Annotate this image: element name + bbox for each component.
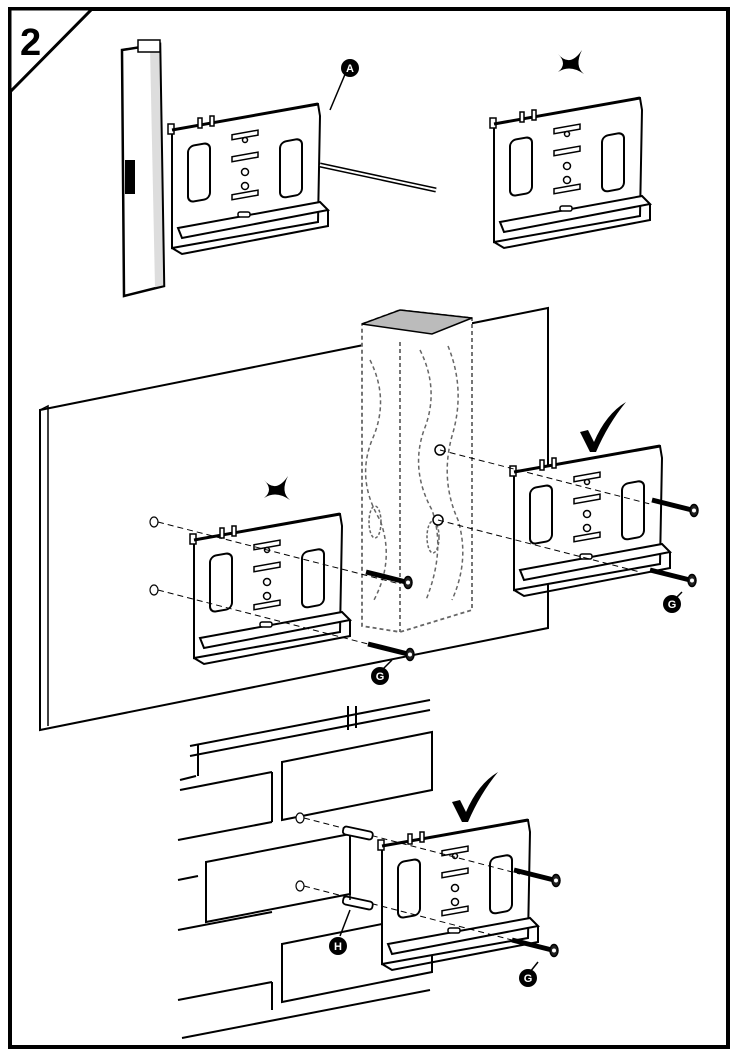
bracket-brick — [376, 818, 540, 972]
svg-text:H: H — [334, 941, 342, 953]
tv-side-profile — [120, 39, 166, 298]
svg-text:G: G — [668, 599, 677, 611]
callout-g3: G — [519, 969, 537, 987]
wrong-mark-wood — [264, 476, 290, 500]
callout-g2: G — [663, 595, 681, 613]
callout-h: H — [329, 937, 347, 955]
wood-stud — [361, 309, 473, 633]
bracket-top-left — [166, 102, 330, 256]
bracket-top-right — [488, 96, 652, 250]
callout-g1: G — [371, 667, 389, 685]
svg-text:G: G — [524, 973, 533, 985]
svg-text:A: A — [346, 63, 354, 75]
step-number: 2 — [20, 22, 41, 64]
step-corner — [8, 7, 96, 96]
wrong-mark-top — [558, 50, 584, 74]
bracket-wood-right — [508, 444, 672, 598]
callout-a: A — [341, 59, 359, 77]
bracket-wood-left — [188, 512, 352, 666]
check-mark-brick — [452, 772, 498, 822]
check-mark-wood — [580, 402, 626, 452]
svg-text:G: G — [376, 671, 385, 683]
wall-anchors — [341, 825, 374, 911]
outer-frame — [8, 7, 730, 1049]
leader-a — [329, 71, 347, 111]
